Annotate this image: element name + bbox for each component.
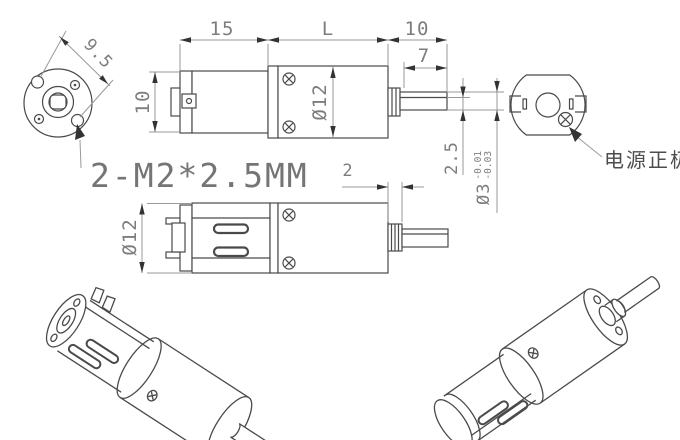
tolerance-lower: -0.03 [483, 150, 494, 180]
label-mounting-holes: 2-M2*2.5MM [90, 155, 309, 195]
shaft [615, 275, 661, 313]
gearbox-ring [267, 65, 279, 139]
motor-can-outline [510, 74, 586, 136]
motor-side-view-middle [165, 202, 449, 274]
rear-boss [56, 307, 77, 334]
terminal-right [575, 95, 587, 113]
motor-rear-end-view [509, 74, 587, 136]
shaft-tolerances: -0.01 -0.03 [473, 150, 495, 180]
gearbox-front-face [583, 288, 629, 346]
dimension-9p5-arrows [60, 37, 108, 84]
vent-slot-2 [497, 400, 529, 426]
vent-slot-1 [85, 338, 120, 364]
motor-body [191, 202, 271, 274]
terminal-prong-bottom [165, 251, 181, 259]
gearbox-screw [527, 347, 539, 359]
case-screw-top [282, 72, 296, 86]
gearbox-body [277, 202, 389, 274]
case-screw-top [282, 208, 296, 222]
gearbox-front-end-view [23, 68, 93, 138]
dim-shaft-flat: 2.5 [442, 141, 462, 175]
dim-collar-width: 2 [342, 161, 354, 181]
dim-gearbox-diameter-top: Ø12 [309, 83, 331, 121]
dimension-arrows-top-view [152, 37, 500, 137]
case-screw-bottom [282, 120, 296, 134]
motor-endcap-face [45, 293, 87, 348]
shaft-diameter-value: Ø3 [474, 182, 494, 206]
terminal-hole [185, 97, 193, 105]
front-hole-1 [593, 295, 602, 305]
mounting-hole-m2-top [30, 75, 45, 89]
front-boss [598, 305, 616, 327]
label-positive-terminal: 电源正极 [604, 147, 680, 172]
shaft [230, 422, 274, 440]
output-shaft [401, 228, 449, 248]
dimension-arrows-middle-view [139, 184, 413, 273]
gearbox-screw [146, 389, 158, 402]
shaft-hole-dcut [49, 94, 67, 110]
terminal-left [509, 95, 521, 113]
shaft-collar [387, 87, 401, 117]
rear-boss-hole [61, 315, 71, 327]
gearbox-ring [269, 202, 279, 274]
isometric-view-front [433, 275, 661, 440]
mounting-hole-m2-bottom [70, 113, 85, 128]
terminal-bracket [171, 222, 186, 253]
vent-slot-top [212, 223, 250, 235]
case-screw-bottom [282, 256, 296, 270]
front-hole-2 [615, 326, 623, 336]
leader-mounting-holes [75, 124, 85, 169]
vent-slot-2 [67, 343, 102, 370]
dim-gearbox-length: L [321, 18, 335, 40]
pilot-hole-left [33, 113, 45, 125]
shaft-hole-circle [48, 92, 68, 112]
dim-shaft-overall: 10 [404, 18, 430, 40]
dim-shaft-diameter-tolerance: Ø3 -0.01 -0.03 [472, 141, 496, 215]
motor-body [191, 70, 269, 134]
endcap-screw-1 [73, 298, 81, 307]
leader-positive-terminal [569, 127, 603, 158]
isometric-view-rear [45, 286, 274, 440]
endcap-screw-2 [50, 333, 58, 343]
vent-slot-bottom [212, 246, 250, 258]
motor-back-face [433, 399, 473, 440]
terminal-tab-1 [90, 286, 105, 304]
terminal-tab [181, 93, 197, 109]
dim-motor-height: 10 [132, 89, 154, 115]
terminal-tab-2 [101, 295, 116, 314]
pilot-hole-right [69, 79, 81, 91]
positive-terminal-marker [557, 111, 574, 128]
dim-motor-length: 15 [209, 18, 235, 40]
vent-slot-1 [477, 400, 509, 426]
rear-bearing-circle [535, 92, 561, 118]
dim-gearbox-diameter-middle: Ø12 [119, 218, 141, 256]
dim-shaft-length: 7 [417, 45, 431, 67]
output-boss-circle [41, 85, 75, 119]
output-shaft [399, 91, 448, 111]
